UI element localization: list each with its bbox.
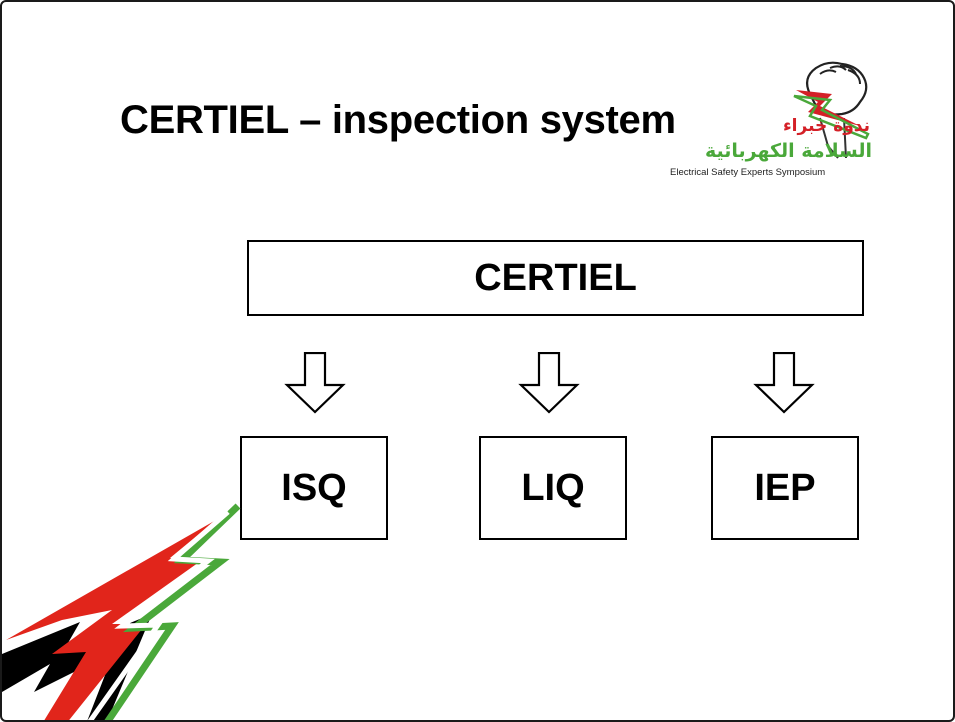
lightning-bolt-icon [2,503,241,720]
logo-arabic-line2: السلامة الكهربائية [704,140,872,162]
liq-box: LIQ [479,436,627,540]
iep-label: IEP [754,466,816,509]
down-arrow-icon [518,352,580,414]
down-arrow-icon [753,352,815,414]
logo-english-text: Electrical Safety Experts Symposium [670,167,826,178]
down-arrow-icon [284,352,346,414]
isq-box: ISQ [240,436,388,540]
liq-label: LIQ [521,466,585,509]
certiel-label: CERTIEL [474,256,637,299]
iep-box: IEP [711,436,859,540]
logo-arabic-line1: ندوة خبراء [782,116,870,136]
fist-lightning-icon [793,61,870,159]
symposium-logo: ندوة خبراء السلامة الكهربائية Electrical… [670,54,880,188]
certiel-box: CERTIEL [247,240,864,316]
isq-label: ISQ [281,466,347,509]
slide-title: CERTIEL – inspection system [120,98,676,142]
